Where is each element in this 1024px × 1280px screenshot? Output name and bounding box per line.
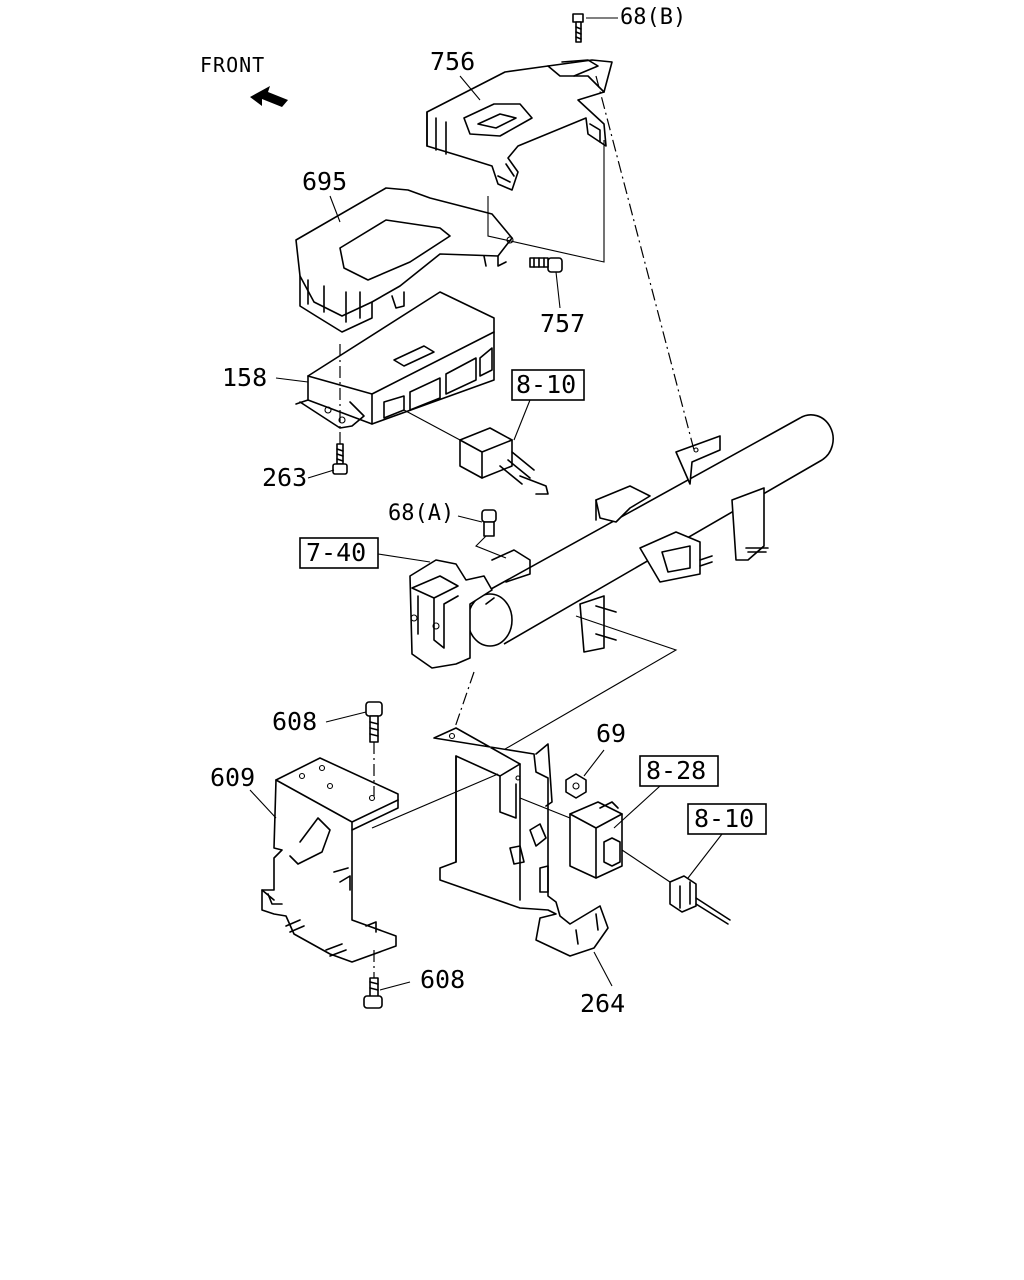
ref-8-10-top[interactable]: 8-10 [516,370,576,399]
front-arrow-icon [250,86,288,107]
steering-column-bracket [409,549,531,669]
bolt-608-top [365,701,383,743]
bolt-68b [572,13,584,43]
ref-8-10-bottom[interactable]: 8-10 [694,804,754,833]
callout-608-top: 608 [272,707,317,736]
callout-68b: 68(B) [620,5,686,30]
relay-module [569,801,623,879]
callout-158: 158 [222,363,267,392]
ref-box-8-10-bottom [687,803,767,835]
ref-8-28[interactable]: 8-28 [646,756,706,785]
callout-263: 263 [262,463,307,492]
bracket-756 [426,59,613,191]
bracket-609 [261,757,399,963]
connector-top [459,427,549,495]
ref-7-40[interactable]: 7-40 [306,538,366,567]
ref-box-7-40 [299,537,379,569]
bolt-757 [529,257,563,273]
callout-757: 757 [540,309,585,338]
bracket-264 [433,727,609,957]
callout-69: 69 [596,719,626,748]
ref-box-8-10-top [511,369,585,401]
callout-68a: 68(A) [388,501,454,526]
nut-69 [565,773,587,799]
bolt-608-bottom [363,977,383,1009]
bolt-68a [481,509,497,537]
front-indicator: FRONT [200,53,288,107]
callout-264: 264 [580,989,625,1018]
callout-695: 695 [302,167,347,196]
ref-box-8-28 [639,755,719,787]
connector-bottom [669,875,731,925]
callout-609: 609 [210,763,255,792]
bolt-263 [332,443,348,475]
callout-756: 756 [430,47,475,76]
front-label: FRONT [200,53,265,77]
cover-695 [295,187,514,333]
steering-support-beam [467,414,834,653]
callout-608-bottom: 608 [420,965,465,994]
ecu-158 [295,291,495,429]
